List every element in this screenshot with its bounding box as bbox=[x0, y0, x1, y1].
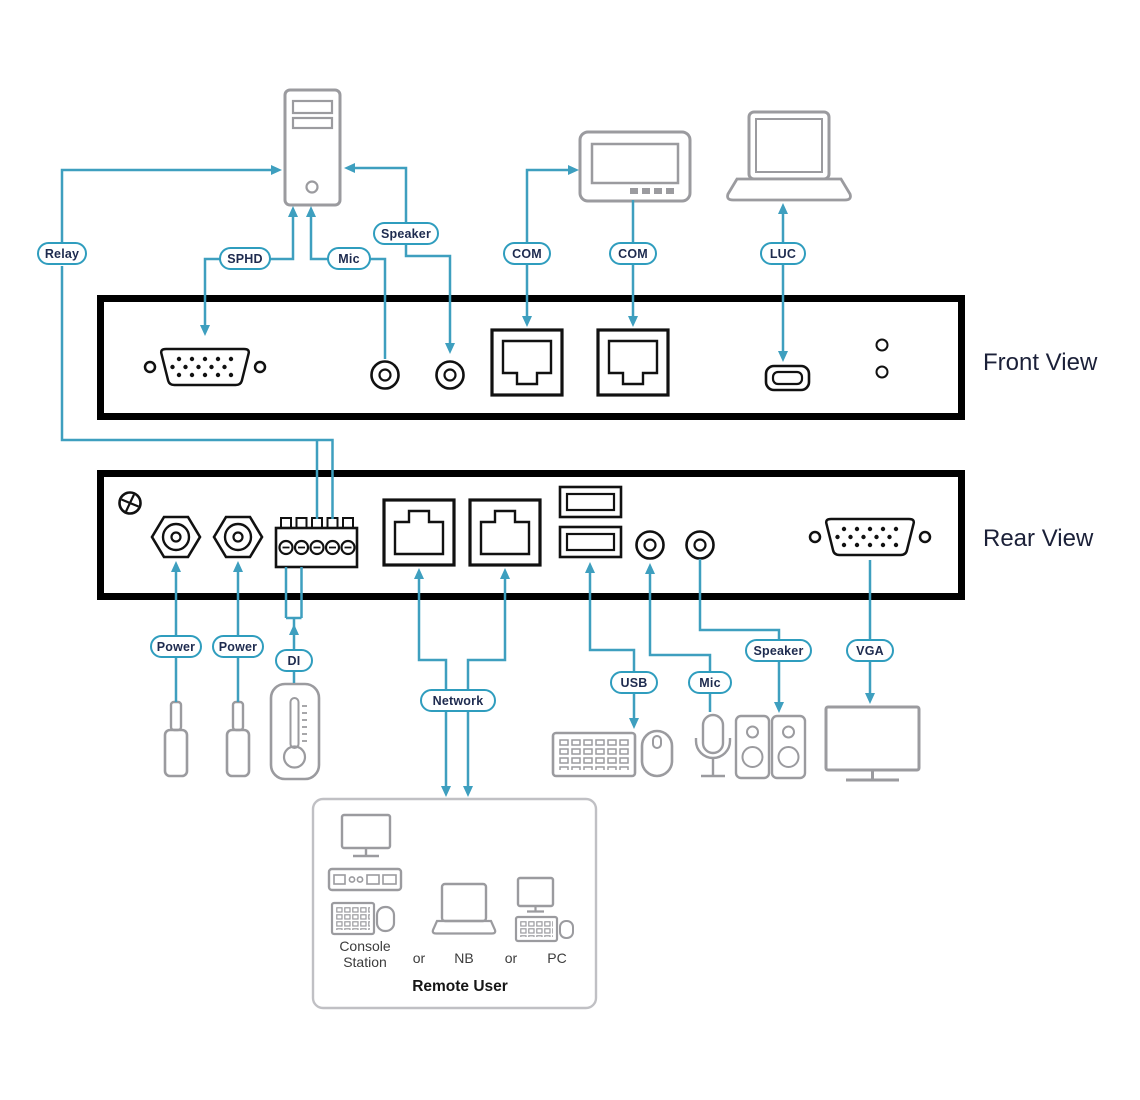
label-power-2: Power bbox=[212, 635, 264, 658]
label-speaker-rear: Speaker bbox=[745, 639, 812, 662]
label-vga: VGA bbox=[846, 639, 894, 662]
label-di: DI bbox=[275, 649, 313, 672]
label-com-2: COM bbox=[609, 242, 657, 265]
nb-label: NB bbox=[454, 950, 474, 966]
vga-connector-rear bbox=[808, 517, 932, 557]
pc-label: PC bbox=[547, 950, 567, 966]
lan-port-2-rear bbox=[468, 498, 542, 567]
laptop-icon bbox=[726, 110, 852, 202]
or-separator-2: or bbox=[504, 950, 518, 966]
terminal-block bbox=[274, 517, 359, 569]
power-plug-1-icon bbox=[163, 700, 189, 778]
mouse-icon bbox=[640, 729, 674, 778]
luc-port-front bbox=[764, 364, 811, 392]
label-luc: LUC bbox=[760, 242, 806, 265]
com-port-2-front bbox=[596, 328, 670, 397]
mic-jack-front bbox=[370, 360, 400, 390]
lan-port-1-rear bbox=[382, 498, 456, 567]
serial-device-icon bbox=[578, 130, 692, 203]
microphone-icon bbox=[694, 713, 732, 778]
di-sensor-thermometer-icon bbox=[269, 682, 321, 781]
connection-arrowheads bbox=[171, 163, 875, 797]
speakers-icon bbox=[734, 714, 807, 780]
remote-user-caption: Remote User bbox=[412, 978, 508, 995]
rear-panel bbox=[97, 470, 965, 600]
console-station-icon bbox=[327, 813, 403, 936]
speaker-jack-rear bbox=[685, 530, 715, 560]
front-led-indicators bbox=[875, 338, 889, 379]
label-sphd: SPHD bbox=[219, 247, 271, 270]
or-separator-1: or bbox=[412, 950, 426, 966]
power-connector-1 bbox=[150, 515, 202, 559]
console-station-label: Console Station bbox=[334, 938, 396, 970]
label-usb: USB bbox=[610, 671, 658, 694]
speaker-jack-front bbox=[435, 360, 465, 390]
power-plug-2-icon bbox=[225, 700, 251, 778]
label-power-1: Power bbox=[150, 635, 202, 658]
front-view-title: Front View bbox=[983, 349, 1098, 376]
local-computer-tower-icon bbox=[283, 88, 342, 207]
keyboard-icon bbox=[551, 731, 637, 778]
label-relay: Relay bbox=[37, 242, 87, 265]
label-com-1: COM bbox=[503, 242, 551, 265]
mic-jack-rear bbox=[635, 530, 665, 560]
vga-monitor-icon bbox=[824, 705, 921, 782]
rear-view-title: Rear View bbox=[983, 525, 1094, 552]
pc-icon bbox=[514, 876, 574, 943]
label-mic-rear: Mic bbox=[688, 671, 732, 694]
console-station-label-line-1: Console bbox=[339, 938, 391, 954]
sphd-vga-connector-front bbox=[143, 347, 267, 387]
label-speaker-front: Speaker bbox=[373, 222, 439, 245]
usb-ports-rear bbox=[558, 485, 623, 559]
label-network: Network bbox=[420, 689, 496, 712]
console-station-label-line-2: Station bbox=[343, 954, 387, 970]
label-mic-front: Mic bbox=[327, 247, 371, 270]
notebook-icon bbox=[431, 882, 497, 935]
connection-lines bbox=[60, 166, 872, 786]
power-connector-2 bbox=[212, 515, 264, 559]
grounding-screw bbox=[118, 491, 142, 515]
com-port-1-front bbox=[490, 328, 564, 397]
rear-panel-outline bbox=[97, 470, 965, 600]
remote-user-box bbox=[311, 797, 598, 1010]
